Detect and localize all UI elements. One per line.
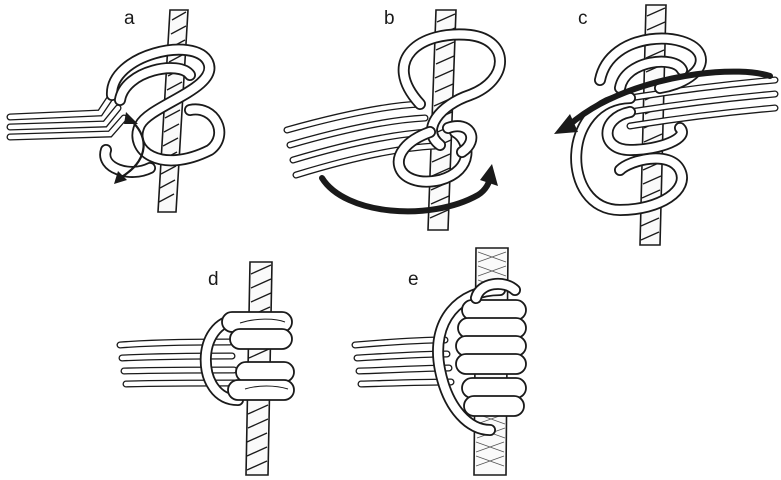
- panel-label-c: c: [578, 8, 588, 29]
- panel-c: c: [554, 5, 775, 245]
- panel-e: e: [355, 248, 526, 475]
- panel-label-b: b: [384, 8, 395, 29]
- cord-wraps-e: [438, 284, 526, 430]
- cord-strands-d: [120, 342, 236, 384]
- panel-d: d: [120, 262, 294, 475]
- cord-strands-a: [10, 98, 124, 137]
- panel-a: a: [10, 8, 219, 212]
- panel-label-a: a: [124, 8, 135, 29]
- panel-b: b: [287, 8, 500, 230]
- panel-label-d: d: [208, 269, 219, 290]
- panel-label-e: e: [408, 269, 419, 290]
- direction-arrow-b: [322, 164, 498, 211]
- cord-loops-a: [105, 50, 219, 172]
